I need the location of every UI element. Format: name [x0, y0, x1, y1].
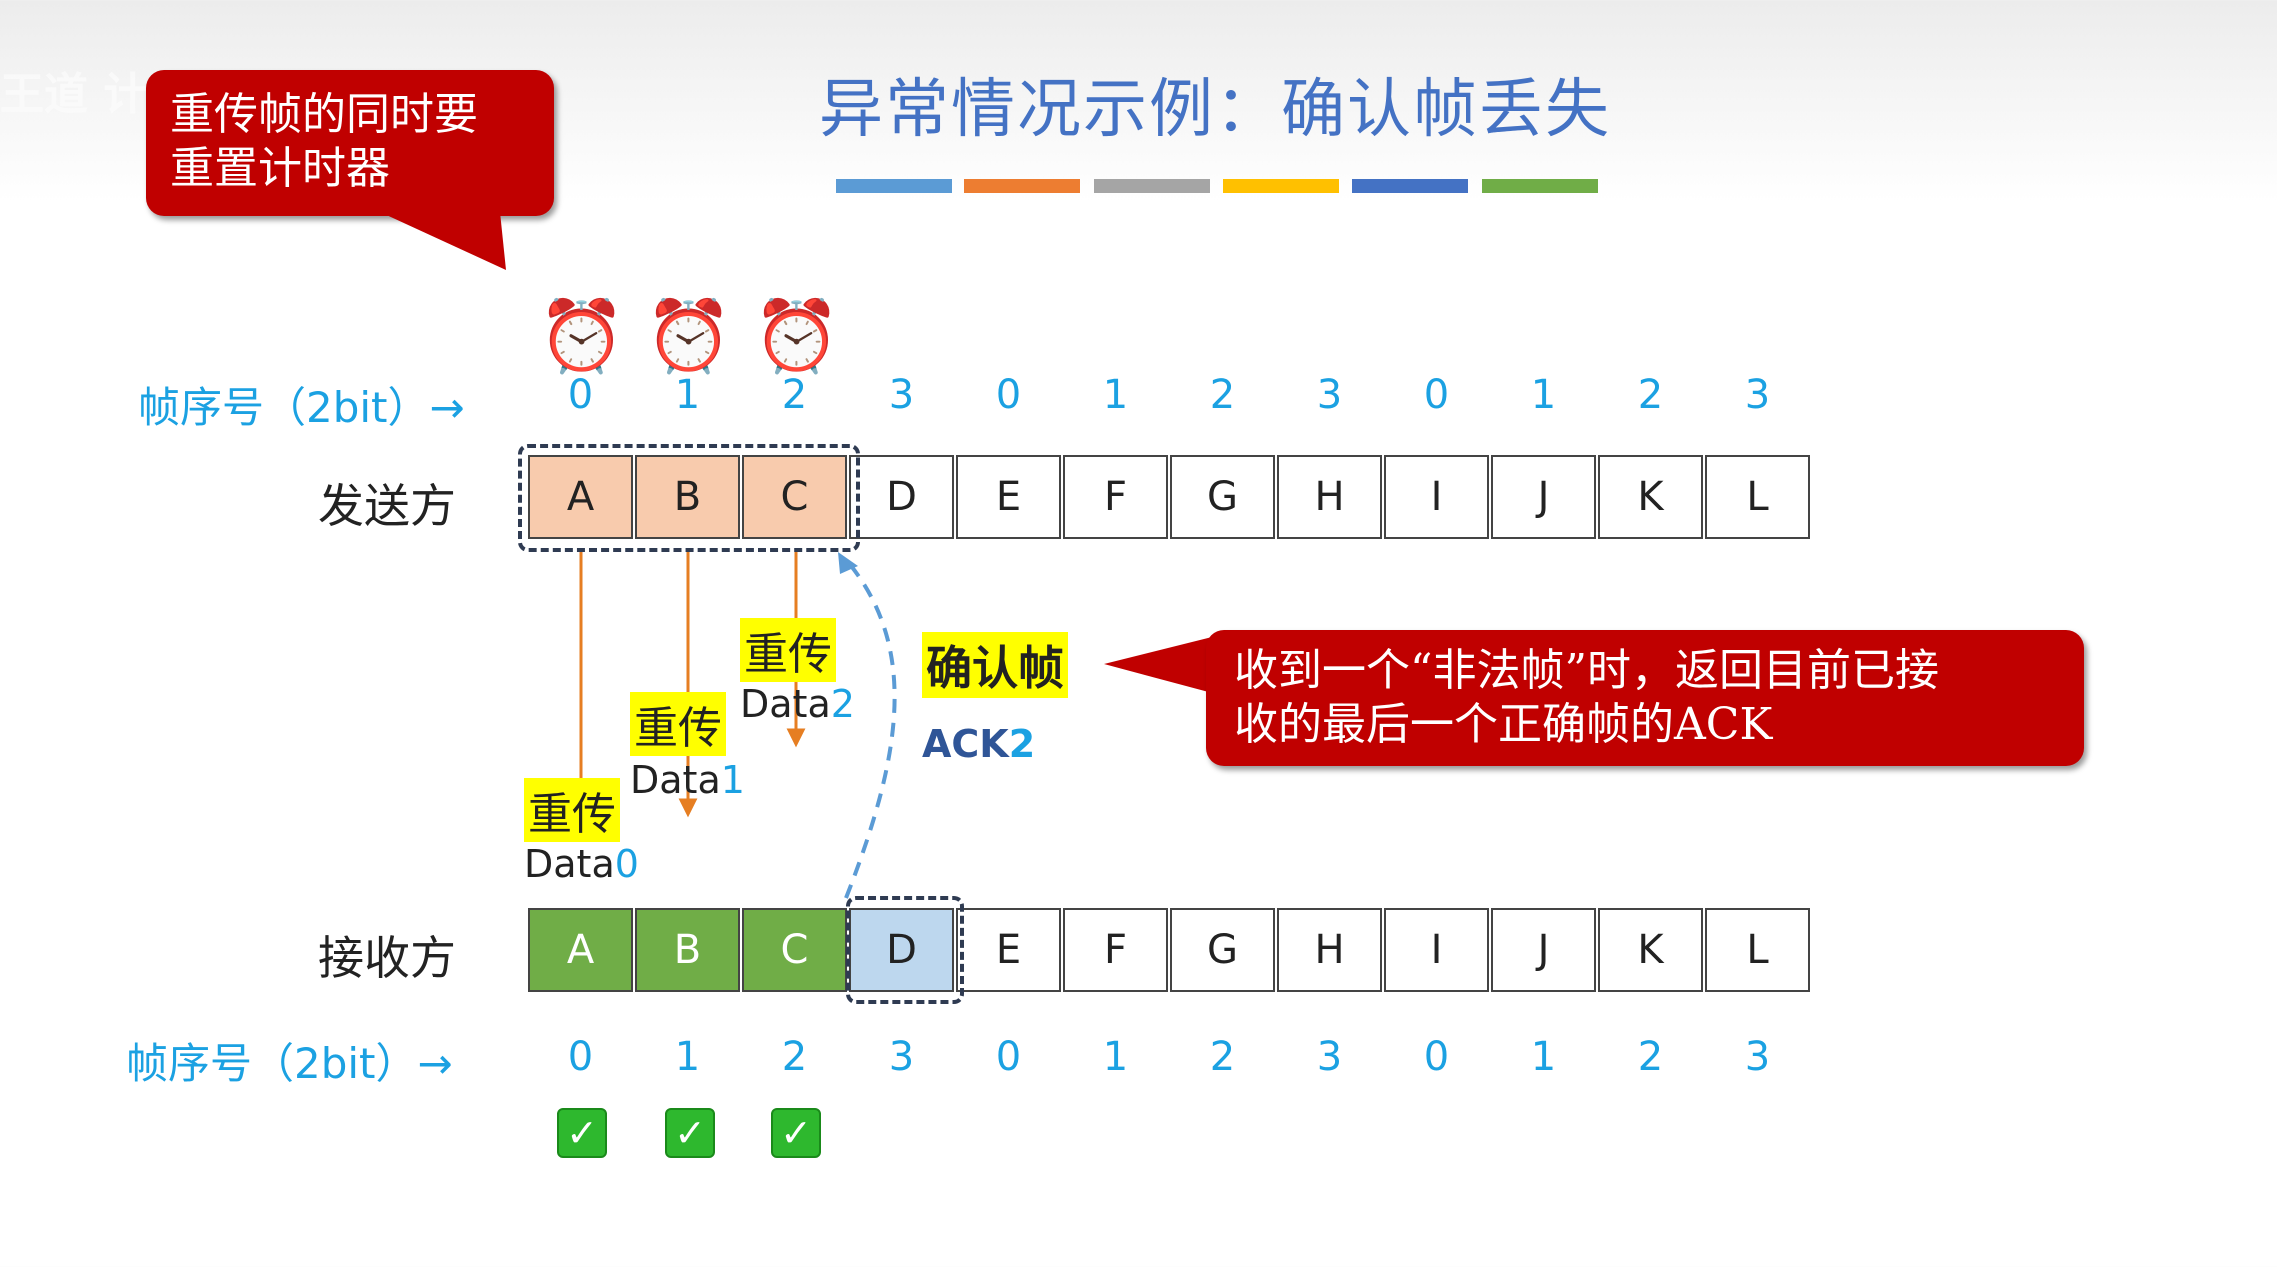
sender-seq-label: 帧序号（2bit）→: [138, 383, 465, 432]
sender-frame: E: [956, 455, 1061, 539]
seq-number: 2: [1637, 372, 1664, 418]
receiver-frame: H: [1277, 908, 1382, 992]
receiver-frame: A: [528, 908, 633, 992]
seq-number: 3: [1316, 1034, 1343, 1080]
seq-number: 1: [1530, 372, 1557, 418]
seq-number: 0: [995, 372, 1022, 418]
receiver-label: 接收方: [318, 931, 456, 985]
color-bar: [1482, 179, 1598, 193]
receiver-frame: K: [1598, 908, 1703, 992]
check-icon: ✓: [665, 1108, 715, 1158]
sender-frame: F: [1063, 455, 1168, 539]
receiver-frame: F: [1063, 908, 1168, 992]
seq-number: 0: [567, 1034, 594, 1080]
color-bar: [1352, 179, 1468, 193]
sender-frame: K: [1598, 455, 1703, 539]
alarm-clock-icon: ⏰: [645, 295, 733, 377]
callout-top-tail: [380, 212, 506, 270]
seq-number: 2: [781, 372, 808, 418]
sender-frame: J: [1491, 455, 1596, 539]
seq-number: 0: [1423, 372, 1450, 418]
seq-number: 1: [674, 372, 701, 418]
ack-heading: 确认帧: [922, 632, 1068, 698]
sender-frame: H: [1277, 455, 1382, 539]
seq-number: 0: [1423, 1034, 1450, 1080]
receiver-window: [846, 896, 964, 1004]
slide-title: 异常情况示例：确认帧丢失: [819, 73, 1611, 147]
ack-lost-arrow: [844, 560, 897, 899]
retransmit-tag: 重传: [740, 618, 836, 682]
color-bar: [836, 179, 952, 193]
receiver-frame: E: [956, 908, 1061, 992]
receiver-frame: D: [849, 908, 954, 992]
seq-number: 1: [674, 1034, 701, 1080]
sender-frame: C: [742, 455, 847, 539]
color-bar: [1094, 179, 1210, 193]
sender-window: [518, 444, 860, 552]
receiver-frame: I: [1384, 908, 1489, 992]
sender-frame: D: [849, 455, 954, 539]
receiver-frame: C: [742, 908, 847, 992]
color-bar: [1223, 179, 1339, 193]
seq-number: 0: [995, 1034, 1022, 1080]
check-icon: ✓: [771, 1108, 821, 1158]
receiver-seq-label: 帧序号（2bit）→: [126, 1039, 453, 1088]
seq-number: 3: [1744, 1034, 1771, 1080]
alarm-clock-icon: ⏰: [753, 295, 841, 377]
receiver-frame: B: [635, 908, 740, 992]
sender-frame: G: [1170, 455, 1275, 539]
seq-number: 2: [781, 1034, 808, 1080]
seq-number: 3: [1744, 372, 1771, 418]
seq-number: 1: [1102, 1034, 1129, 1080]
seq-number: 2: [1209, 372, 1236, 418]
sender-frame: B: [635, 455, 740, 539]
receiver-frame: J: [1491, 908, 1596, 992]
seq-number: 0: [567, 372, 594, 418]
retransmit-tag: 重传: [524, 778, 620, 842]
sender-frame: A: [528, 455, 633, 539]
data-label: Data1: [630, 758, 745, 802]
sender-frame: I: [1384, 455, 1489, 539]
seq-number: 3: [888, 372, 915, 418]
ack-label: ACK2: [922, 722, 1036, 766]
receiver-frame: L: [1705, 908, 1810, 992]
retransmit-tag: 重传: [630, 692, 726, 756]
receiver-frame: G: [1170, 908, 1275, 992]
seq-number: 2: [1637, 1034, 1664, 1080]
check-icon: ✓: [557, 1108, 607, 1158]
seq-number: 1: [1530, 1034, 1557, 1080]
seq-number: 3: [1316, 372, 1343, 418]
illegal-frame-callout: 收到一个“非法帧”时，返回目前已接 收的最后一个正确帧的ACK: [1206, 630, 2084, 766]
callout-right-tail: [1104, 636, 1216, 694]
data-label: Data0: [524, 842, 639, 886]
sender-label: 发送方: [318, 479, 456, 533]
sender-frame: L: [1705, 455, 1810, 539]
seq-number: 3: [888, 1034, 915, 1080]
color-bar: [964, 179, 1080, 193]
alarm-clock-icon: ⏰: [538, 295, 626, 377]
timer-reset-callout: 重传帧的同时要 重置计时器: [146, 70, 554, 216]
seq-number: 2: [1209, 1034, 1236, 1080]
seq-number: 1: [1102, 372, 1129, 418]
data-label: Data2: [740, 682, 855, 726]
